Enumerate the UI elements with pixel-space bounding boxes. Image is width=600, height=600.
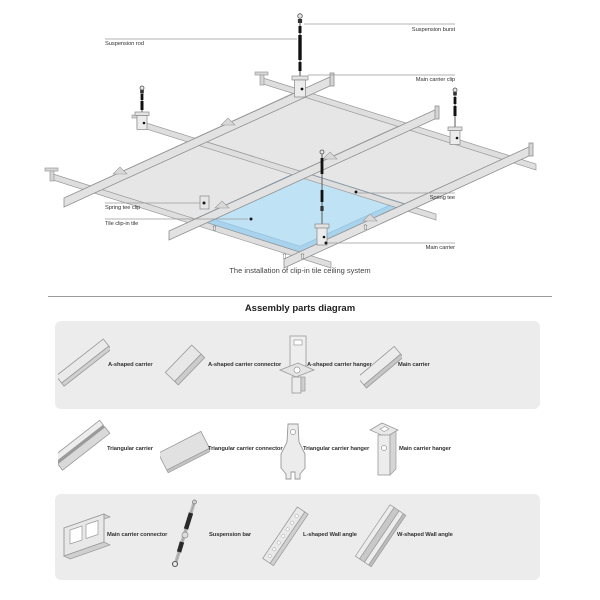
label-suspension-rod: Suspension rod — [105, 41, 144, 47]
part-label: Triangular carrier connector — [208, 446, 283, 452]
svg-text:⇧: ⇧ — [281, 252, 288, 261]
label-spring-tee-clip: Spring tee clip — [105, 205, 141, 211]
svg-text:⇧: ⇧ — [299, 252, 306, 261]
part-label: A-shaped carrier hanger — [307, 362, 372, 368]
part-label: W-shaped Wall angle — [397, 532, 453, 538]
leader-dots — [202, 190, 358, 245]
a-shaped-carrier-connector-icon — [164, 344, 206, 386]
carrier-clip-bumps — [112, 117, 378, 222]
leader-lines — [105, 23, 455, 244]
triangular-carrier-connector-icon — [160, 430, 210, 474]
suspension-bar-icon — [171, 499, 197, 568]
w-shaped-wall-angle-icon — [354, 504, 407, 568]
main-carrier-beams — [63, 72, 534, 269]
part-label: Main carrier hanger — [399, 446, 451, 452]
part-label: Main carrier connector — [107, 532, 168, 538]
triangular-carrier-icon — [58, 419, 110, 471]
clip-direction-arrows: ⇧ ⇧ ⇧ ⇧ — [211, 223, 369, 261]
part-label: A-shaped carrier — [108, 362, 153, 368]
suspension-rod-graphic-3 — [447, 87, 463, 145]
label-main-carrier: Main carrier — [425, 245, 456, 251]
suspension-rod-graphic-2 — [134, 85, 150, 130]
main-carrier-icon — [360, 345, 402, 389]
section-divider — [48, 296, 552, 297]
part-label: Triangular carrier — [107, 446, 153, 452]
installation-diagram: ⇧ ⇧ ⇧ ⇧ — [44, 13, 537, 269]
svg-text:⇧: ⇧ — [362, 223, 369, 232]
part-label: Suspension bar — [209, 532, 252, 538]
part-label: Main carrier — [398, 362, 430, 368]
a-shaped-carrier-hanger-icon — [278, 335, 316, 394]
a-shaped-carrier-icon — [58, 338, 110, 387]
suspension-rod-graphic-4 — [314, 149, 330, 246]
label-suspension-burst: Suspension burst — [411, 27, 455, 33]
installation-caption: The installation of clip-in tile ceiling… — [229, 266, 371, 275]
label-tile-clip-in-tile: Tile clip-in tile — [105, 221, 139, 227]
svg-text:⇧: ⇧ — [211, 224, 218, 233]
main-carrier-hanger-icon — [369, 422, 399, 476]
label-spring-tee: Spring tee — [429, 195, 456, 201]
label-main-carrier-clip: Main carrier clip — [415, 77, 455, 83]
part-label: L-shaped Wall angle — [303, 532, 357, 538]
part-label: Triangular carrier hanger — [303, 446, 370, 452]
part-label: A-shaped carrier connector — [208, 362, 282, 368]
triangular-carrier-hanger-icon — [280, 423, 306, 480]
l-shaped-wall-angle-icon — [262, 506, 309, 567]
suspension-rod-graphic-1 — [291, 13, 309, 98]
assembly-section-title: Assembly parts diagram — [244, 303, 356, 314]
main-carrier-connector-icon — [63, 513, 111, 560]
